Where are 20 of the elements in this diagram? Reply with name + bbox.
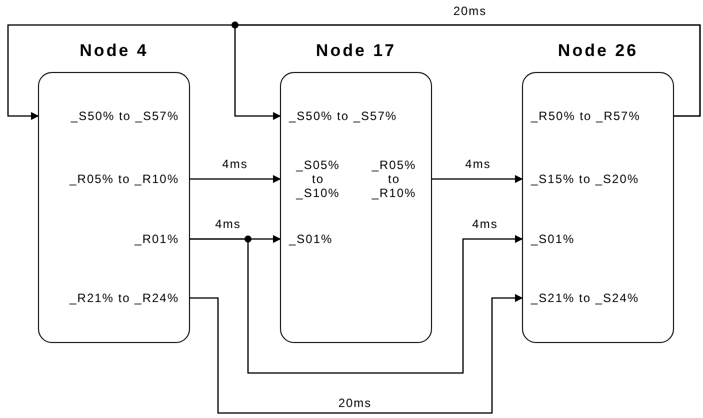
port-label: _R50% to _R57% xyxy=(523,106,673,126)
arrow xyxy=(232,22,701,120)
port-label: _S01% xyxy=(281,229,431,249)
port-label: _S50% to _S57% xyxy=(39,106,189,126)
port-label: _R21% to _R24% xyxy=(39,288,189,308)
node-heading: Node 26 xyxy=(556,40,640,62)
arrow xyxy=(189,175,281,183)
arrow xyxy=(189,294,523,414)
arrow xyxy=(431,175,523,183)
node-heading: Node 4 xyxy=(78,40,150,62)
node-heading: Node 17 xyxy=(314,40,398,62)
port-label: _S01% xyxy=(523,229,673,249)
port-label: _R01% xyxy=(39,229,189,249)
port-label: _S50% to _S57% xyxy=(281,106,431,126)
port-label: _R05% to _R10% xyxy=(361,155,431,203)
port-label: _R05% to _R10% xyxy=(39,169,189,189)
port-label: _S15% to _S20% xyxy=(523,169,673,189)
port-label: _S21% to _S24% xyxy=(523,288,673,308)
port-label: _S05% to _S10% xyxy=(281,155,351,203)
arrow xyxy=(189,235,523,374)
